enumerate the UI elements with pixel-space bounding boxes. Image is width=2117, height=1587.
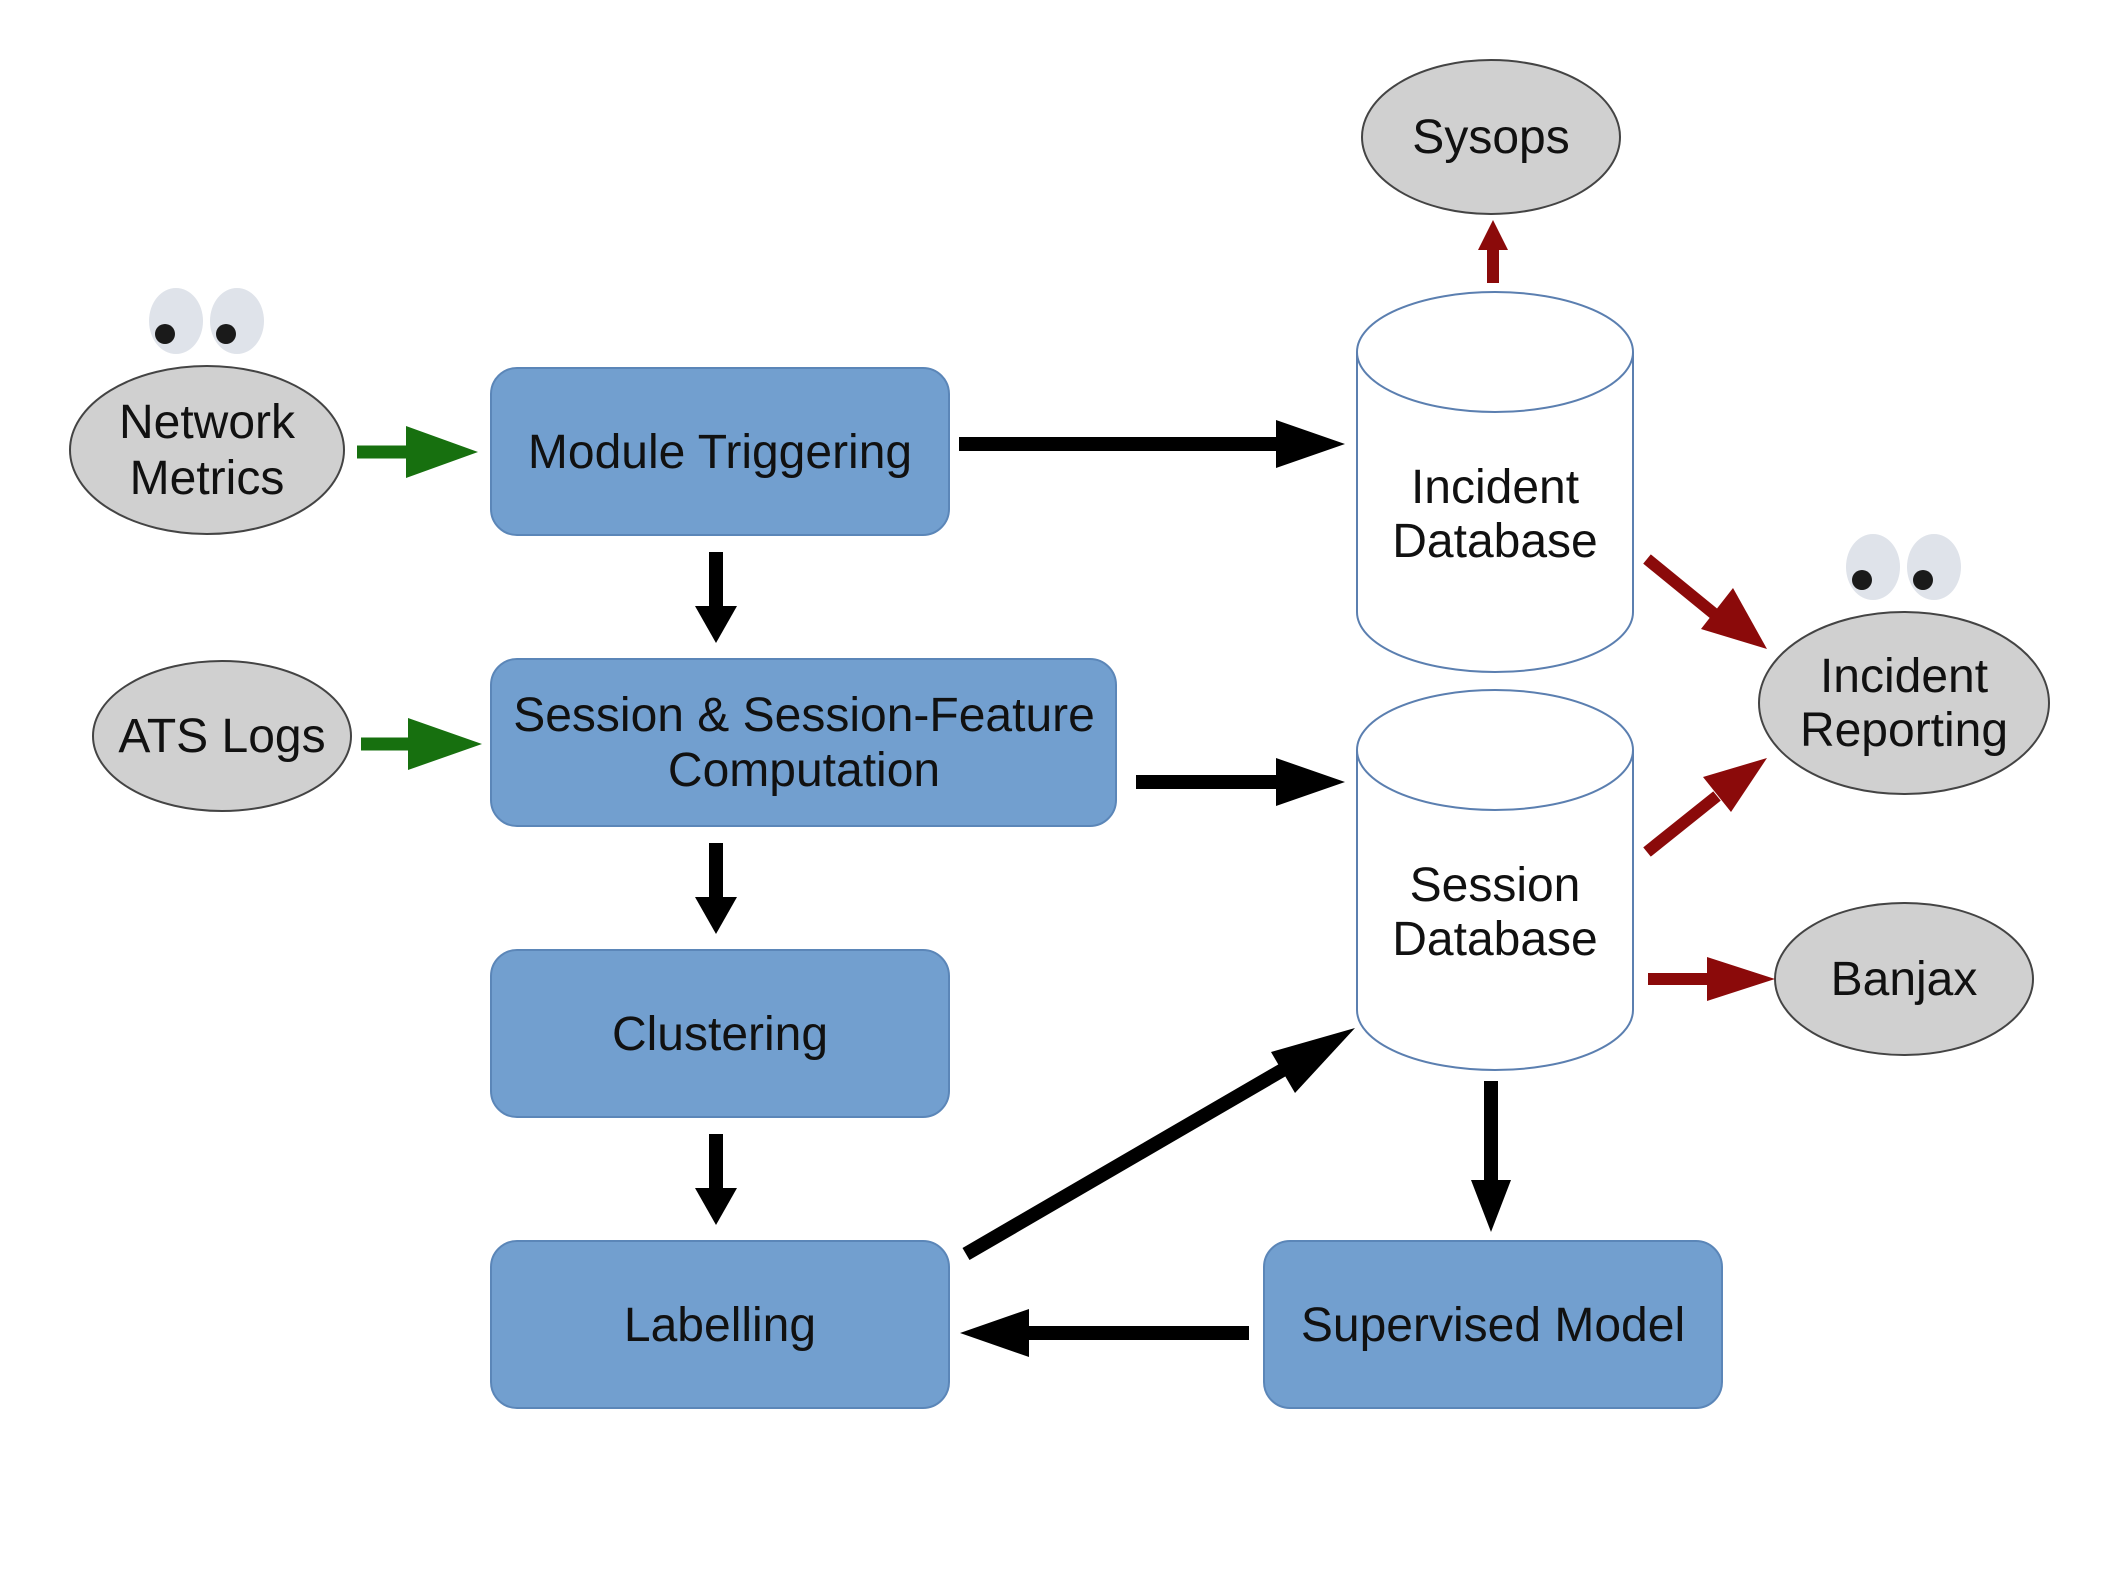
arrow-ats-logs-to-session-feature <box>361 718 482 770</box>
ats-logs-node: ATS Logs <box>92 660 352 812</box>
network-metrics-label-line-2: Metrics <box>130 452 285 505</box>
labelling-label: Labelling <box>624 1299 816 1352</box>
arrow-session-database-to-supervised-model <box>1471 1081 1511 1232</box>
network-metrics-label-line-1: Network <box>119 396 296 449</box>
network-metrics-node: Network Metrics <box>69 365 345 535</box>
clustering-label: Clustering <box>612 1008 828 1061</box>
incident-database-label-line-1: Incident <box>1411 461 1579 514</box>
incident-database-label-line-2: Database <box>1392 515 1597 568</box>
eyes-icon-network-metrics <box>149 288 264 354</box>
incident-reporting-node: Incident Reporting <box>1758 611 2050 795</box>
labelling-box: Labelling <box>490 1240 950 1409</box>
arrow-session-feature-to-clustering <box>695 843 737 934</box>
arrow-labelling-to-session-database <box>962 1028 1355 1261</box>
session-feature-label-line-1: Session & Session-Feature <box>513 689 1095 742</box>
supervised-model-box: Supervised Model <box>1263 1240 1723 1409</box>
arrow-incident-database-to-incident-reporting <box>1643 554 1767 649</box>
incident-reporting-label-line-1: Incident <box>1820 650 1988 703</box>
supervised-model-label: Supervised Model <box>1301 1299 1685 1352</box>
eyes-icon-incident-reporting <box>1846 534 1961 600</box>
arrow-module-triggering-to-session-feature <box>695 552 737 643</box>
arrow-network-metrics-to-module-triggering <box>357 426 478 478</box>
sysops-label: Sysops <box>1412 111 1569 164</box>
session-database-label-line-1: Session <box>1410 859 1581 912</box>
arrow-module-triggering-to-incident-database <box>959 420 1345 468</box>
incident-database-cylinder: Incident Database <box>1356 291 1634 673</box>
incident-reporting-label-line-2: Reporting <box>1800 704 2008 757</box>
arrow-session-database-to-incident-reporting <box>1643 758 1767 857</box>
arrow-session-feature-to-session-database <box>1136 758 1345 806</box>
arrow-clustering-to-labelling <box>695 1134 737 1225</box>
module-triggering-box: Module Triggering <box>490 367 950 536</box>
session-database-cylinder: Session Database <box>1356 689 1634 1071</box>
session-database-label-line-2: Database <box>1392 913 1597 966</box>
sysops-node: Sysops <box>1361 59 1621 215</box>
clustering-box: Clustering <box>490 949 950 1118</box>
session-feature-computation-box: Session & Session-Feature Computation <box>490 658 1117 827</box>
module-triggering-label: Module Triggering <box>528 426 912 479</box>
arrow-incident-database-to-sysops <box>1478 220 1508 283</box>
banjax-node: Banjax <box>1774 902 2034 1056</box>
session-feature-label-line-2: Computation <box>668 744 940 797</box>
banjax-label: Banjax <box>1831 953 1978 1006</box>
arrow-session-database-to-banjax <box>1648 957 1775 1001</box>
ats-logs-label: ATS Logs <box>118 710 325 763</box>
arrow-supervised-model-to-labelling <box>960 1309 1249 1357</box>
